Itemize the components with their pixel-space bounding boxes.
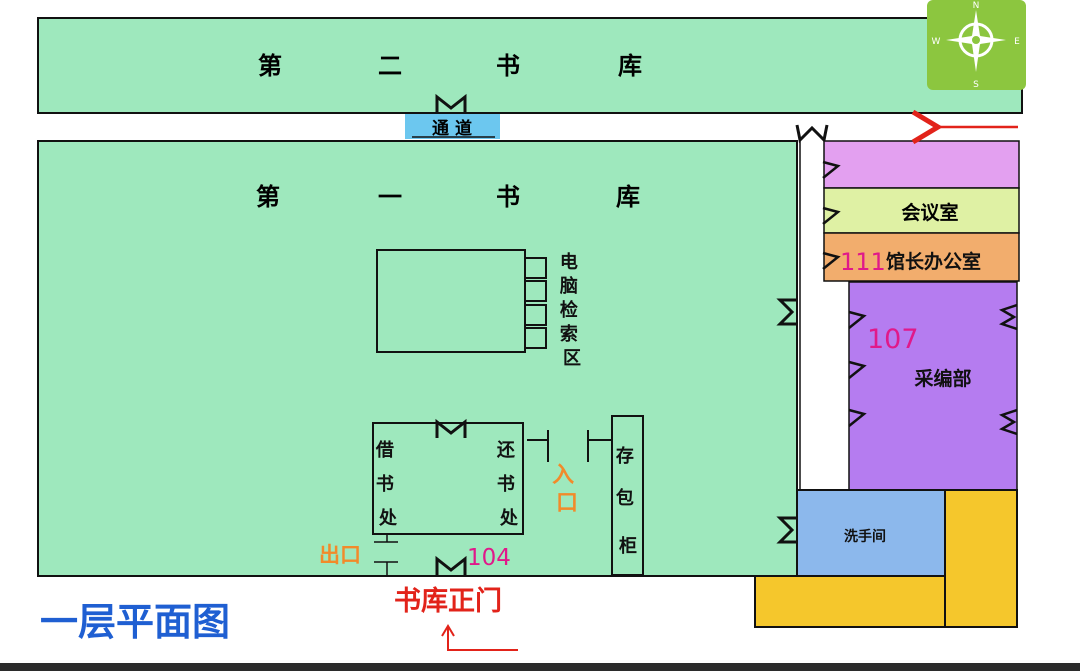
door-symbol-acq-2 [848,360,867,379]
door-symbol-desk [435,418,467,438]
first-stack-char-4: 库 [616,182,640,211]
compass-w: W [932,37,941,47]
compass-s: S [973,80,979,90]
floor-title: 一层平面图 [40,599,230,644]
compass-n: N [973,1,980,11]
acquisition-label: 采编部 [914,367,971,390]
compass-icon: N S W E [927,0,1026,90]
computer-terminal [524,327,547,349]
door-symbol-office [822,251,841,270]
main-door-arrow-head [441,624,455,637]
second-stack-char-3: 书 [496,51,520,80]
entrance-gate [527,430,611,462]
door-symbol-meeting [822,206,841,225]
door-symbol-acq-4 [998,303,1018,331]
second-stack-char-2: 二 [378,51,402,80]
first-stack-char-2: 一 [378,182,402,211]
computer-terminal [524,257,547,279]
door-symbol-acq-5 [998,408,1018,436]
computer-search-area[interactable]: 电 脑 检 索 区 [376,249,584,369]
borrow-desk-label: 借 书 处 [375,439,400,529]
second-stack-char-4: 库 [618,51,642,80]
director-office-label: 馆长办公室 [886,250,981,273]
passage-label: 通 道 [432,118,472,139]
entrance-label: 入 口 [552,462,582,516]
yellow-block-bottom [754,575,946,628]
computer-terminal [524,304,547,326]
door-symbol-corridor-low [776,516,796,544]
yellow-block-right [944,489,1018,628]
second-stack-char-1: 第 [258,51,282,80]
room-number-107: 107 [867,324,919,355]
exit-label: 出口 [319,542,361,567]
locker-label: 存 包 柜 [616,445,640,557]
room-number-104: 104 [467,545,511,571]
door-symbol-corridor-top [795,124,829,144]
exit-gate [374,534,398,576]
circulation-desk[interactable]: 借 书 处 还 书 处 [372,422,524,535]
main-door-arrow [447,628,518,651]
door-symbol-passage-top [435,93,467,113]
director-office[interactable]: 111 馆长办公室 [823,232,1020,282]
door-symbol-main [435,555,467,575]
computer-terminal [524,280,547,302]
washroom-label: 洗手间 [844,528,886,545]
first-stack-char-1: 第 [256,182,280,211]
acquisition-department[interactable]: 107 采编部 [848,281,1018,491]
door-symbol-acq-3 [848,408,867,427]
washroom[interactable]: 洗手间 [796,489,946,577]
passage[interactable]: 通 道 [405,114,500,139]
pink-room[interactable] [823,140,1020,189]
room-number-111: 111 [840,248,886,276]
return-desk-label: 还 书 处 [496,440,521,529]
locker[interactable]: 存 包 柜 [611,415,644,576]
second-stack-room[interactable]: 第 二 书 库 [37,17,1023,114]
meeting-room[interactable]: 会议室 [823,187,1020,234]
first-stack-char-3: 书 [496,182,520,211]
door-symbol-pink [822,160,841,179]
meeting-room-label: 会议室 [901,201,958,224]
door-symbol-corridor-mid [776,298,796,326]
main-door-label: 书库正门 [394,586,502,617]
door-symbol-acq-1 [848,310,867,329]
compass-e: E [1014,37,1020,47]
bottom-bar [0,663,1080,671]
computer-area-label: 电 脑 检 索 区 [560,251,584,369]
